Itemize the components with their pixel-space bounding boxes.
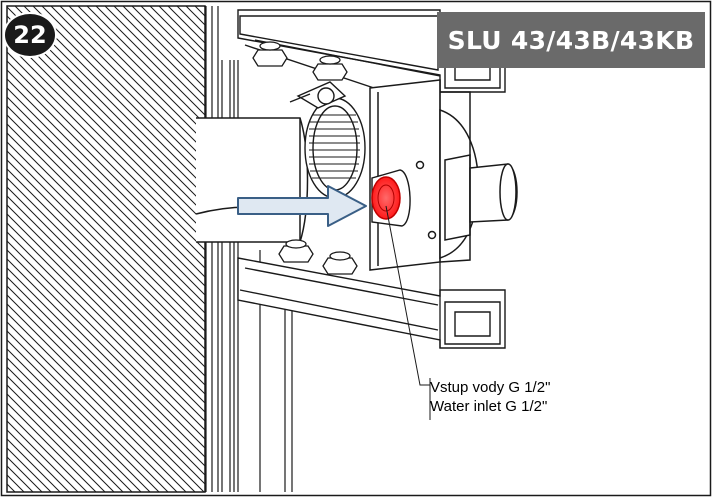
- callout-leader: [385, 205, 430, 386]
- bottom-nuts: [278, 239, 358, 275]
- step-number-badge: 22: [5, 14, 55, 56]
- water-hose: [195, 117, 309, 243]
- vertical-profiles: [205, 6, 293, 492]
- wall-hatched: [6, 5, 206, 493]
- water-inlet-fitting: [371, 169, 411, 227]
- bottom-bracket: [237, 257, 506, 349]
- callout-line-english: Water inlet G 1/2": [430, 398, 548, 415]
- top-nuts: [252, 41, 348, 81]
- outlet-connector: [439, 91, 518, 263]
- model-title: SLU 43/43B/43KB: [437, 12, 705, 68]
- inlet-callout: Vstup vody G 1/2" Water inlet G 1/2": [430, 378, 576, 416]
- arrow-right-icon: [237, 185, 367, 227]
- hose-clamp: [289, 81, 366, 199]
- clamp-ridges: [309, 114, 360, 179]
- callout-line-czech: Vstup vody G 1/2": [430, 379, 551, 396]
